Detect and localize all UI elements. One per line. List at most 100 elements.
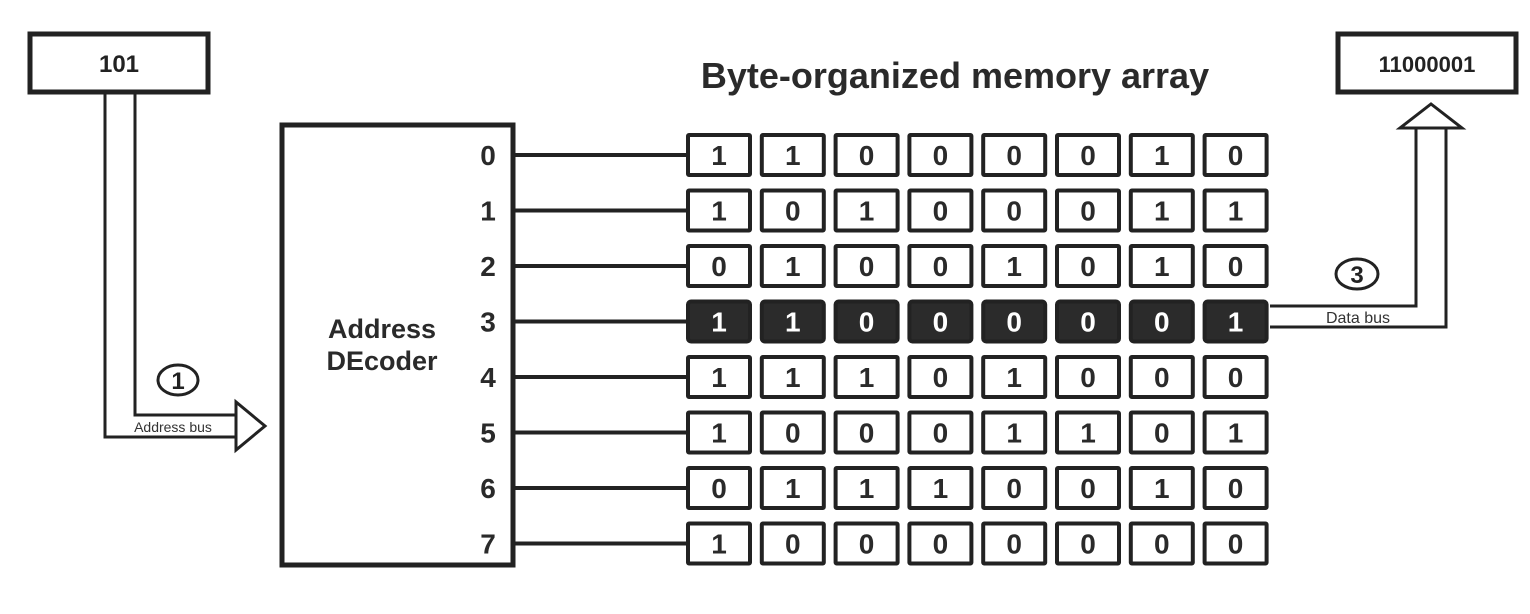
- bit-cell: 0: [1055, 188, 1121, 233]
- bit-cell: 0: [1055, 466, 1121, 510]
- bit-cell-border: [981, 299, 1048, 344]
- bit-cell-border: [686, 188, 752, 233]
- bit-value: 1: [711, 362, 727, 393]
- bit-cell-border: [907, 133, 974, 177]
- bit-value: 1: [859, 473, 875, 504]
- bit-cell-border: [686, 133, 752, 177]
- address-input-value: 101: [99, 51, 139, 78]
- bit-cell-border: [981, 244, 1048, 288]
- bit-cell-border: [833, 521, 900, 566]
- bit-cell: 0: [833, 244, 900, 288]
- bit-value: 0: [933, 529, 949, 560]
- bit-cell: 1: [1128, 133, 1195, 177]
- bit-cell-border: [686, 244, 752, 288]
- bit-cell-border: [1202, 133, 1269, 177]
- step-3-label: 3: [1350, 262, 1363, 289]
- bit-value: 1: [711, 307, 727, 338]
- bit-cell-border: [1055, 299, 1121, 344]
- bit-value: 0: [1006, 307, 1022, 338]
- row-address-label: 1: [480, 196, 496, 227]
- bit-cell: 1: [759, 244, 826, 288]
- bit-cell: 0: [1128, 410, 1195, 455]
- bit-value: 1: [785, 473, 801, 504]
- bit-value: 0: [1080, 196, 1096, 227]
- bit-value: 0: [859, 418, 875, 449]
- bit-cell-border: [833, 244, 900, 288]
- bit-value: 0: [1080, 307, 1096, 338]
- bit-cell-border: [833, 299, 900, 344]
- data-output-box: 11000001: [1335, 31, 1519, 95]
- bit-value: 0: [933, 251, 949, 282]
- bit-cell: 0: [1055, 133, 1121, 177]
- bit-cell-border: [1202, 299, 1269, 344]
- bit-cell-border: [907, 466, 974, 510]
- bit-cell: 1: [1202, 410, 1269, 455]
- bit-cell-selected: 0: [1055, 299, 1121, 344]
- bit-cell-border: [981, 355, 1048, 399]
- bit-cell-selected: 1: [759, 299, 826, 344]
- bit-cell: 1: [759, 133, 826, 177]
- bit-cell: 1: [686, 188, 752, 233]
- bit-value: 1: [711, 140, 727, 171]
- bit-cell: 0: [907, 244, 974, 288]
- bit-value: 0: [933, 196, 949, 227]
- bit-value: 0: [1080, 362, 1096, 393]
- bit-cell: 0: [981, 133, 1048, 177]
- bit-value: 0: [1154, 418, 1170, 449]
- bit-cell-border: [833, 133, 900, 177]
- data-bus-label: Data bus: [1326, 310, 1390, 327]
- bit-cell: 1: [686, 410, 752, 455]
- bit-cell: 0: [907, 410, 974, 455]
- bit-cell: 1: [981, 355, 1048, 399]
- bit-value: 0: [1080, 529, 1096, 560]
- bit-cell-border: [1128, 188, 1195, 233]
- address-bus-arrow: [103, 92, 268, 454]
- bit-value: 1: [1006, 418, 1022, 449]
- bit-cell: 0: [833, 521, 900, 566]
- bit-value: 0: [1080, 140, 1096, 171]
- bit-cell: 1: [981, 410, 1048, 455]
- bit-cell: 0: [981, 521, 1048, 566]
- row-address-label: 2: [480, 251, 496, 282]
- bit-value: 1: [1154, 251, 1170, 282]
- bit-cell: 1: [833, 355, 900, 399]
- bit-cell-border: [1128, 521, 1195, 566]
- bit-cell: 1: [907, 466, 974, 510]
- bit-cell: 1: [833, 188, 900, 233]
- bit-cell-border: [686, 299, 752, 344]
- bit-value: 0: [1154, 362, 1170, 393]
- bit-cell-border: [759, 355, 826, 399]
- bit-cell: 0: [907, 355, 974, 399]
- bit-value: 0: [859, 529, 875, 560]
- bit-cell: 1: [1128, 244, 1195, 288]
- bit-cell: 0: [833, 410, 900, 455]
- bit-value: 1: [1006, 251, 1022, 282]
- bit-value: 0: [1006, 473, 1022, 504]
- row-address-label: 4: [480, 362, 496, 393]
- row-address-label: 5: [480, 418, 496, 449]
- bit-value: 1: [711, 529, 727, 560]
- bit-cell: 1: [981, 244, 1048, 288]
- bit-value: 0: [933, 140, 949, 171]
- row-address-label: 6: [480, 473, 496, 504]
- bit-cell-border: [907, 188, 974, 233]
- bit-value: 0: [785, 196, 801, 227]
- bit-value: 0: [1006, 196, 1022, 227]
- bit-value: 1: [933, 473, 949, 504]
- bit-value: 0: [1228, 140, 1244, 171]
- bit-cell-border: [907, 244, 974, 288]
- bit-value: 0: [785, 529, 801, 560]
- bit-value: 1: [785, 251, 801, 282]
- bit-cell-border: [1055, 188, 1121, 233]
- bit-value: 0: [711, 473, 727, 504]
- bit-value: 1: [711, 196, 727, 227]
- bit-value: 0: [1154, 529, 1170, 560]
- bit-value: 0: [711, 251, 727, 282]
- bit-value: 1: [1228, 196, 1244, 227]
- bit-value: 0: [933, 362, 949, 393]
- bit-cell: 0: [1128, 521, 1195, 566]
